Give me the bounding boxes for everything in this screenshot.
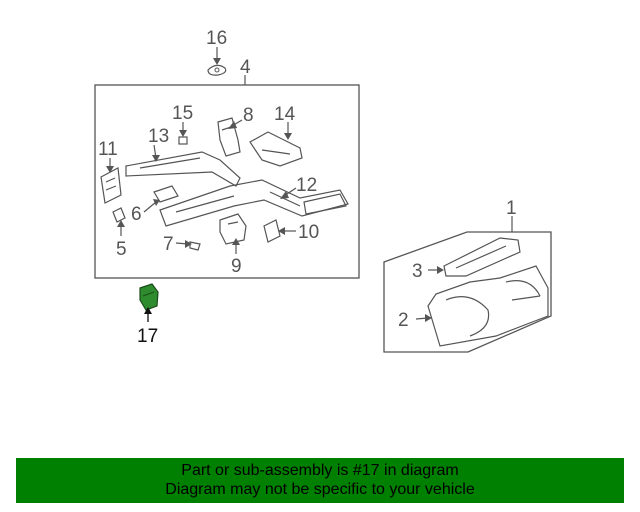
callout-9: 9 — [231, 256, 242, 277]
part-15-clip — [178, 136, 188, 145]
callout-17: 17 — [137, 326, 158, 347]
part-2-wheelhouse — [427, 265, 549, 347]
callout-1: 1 — [506, 198, 517, 219]
part-11-bracket — [100, 167, 122, 204]
part-6-bracket — [153, 185, 179, 203]
info-banner: Part or sub-assembly is #17 in diagram D… — [16, 458, 624, 503]
part-9-bracket — [219, 213, 247, 245]
callout-7: 7 — [163, 234, 174, 255]
callout-8: 8 — [243, 105, 254, 126]
group-4-frame — [94, 84, 360, 279]
part-13-rail — [125, 151, 241, 187]
part-3-rail — [443, 237, 521, 277]
callout-5: 5 — [116, 239, 127, 260]
callout-16: 16 — [206, 28, 227, 49]
callout-15: 15 — [172, 103, 193, 124]
callout-12: 12 — [296, 175, 317, 196]
part-10-bracket — [263, 219, 281, 243]
part-5-bolt — [112, 207, 126, 223]
part-7-pin — [189, 241, 201, 251]
banner-line-2: Diagram may not be specific to your vehi… — [165, 481, 475, 498]
callout-14: 14 — [274, 104, 296, 125]
callout-11: 11 — [98, 139, 118, 160]
part-12-frame-member — [159, 179, 349, 227]
group-1-frame — [383, 231, 552, 353]
callout-13: 13 — [148, 126, 169, 147]
callout-4: 4 — [240, 57, 251, 78]
callout-6: 6 — [131, 204, 142, 225]
part-17-highlighted — [139, 283, 159, 311]
callout-10: 10 — [298, 222, 319, 243]
part-16-plug — [207, 64, 227, 76]
callout-2: 2 — [398, 310, 409, 331]
part-14-plate — [249, 131, 303, 167]
banner-line-1: Part or sub-assembly is #17 in diagram — [181, 462, 459, 479]
callout-3: 3 — [412, 261, 423, 282]
